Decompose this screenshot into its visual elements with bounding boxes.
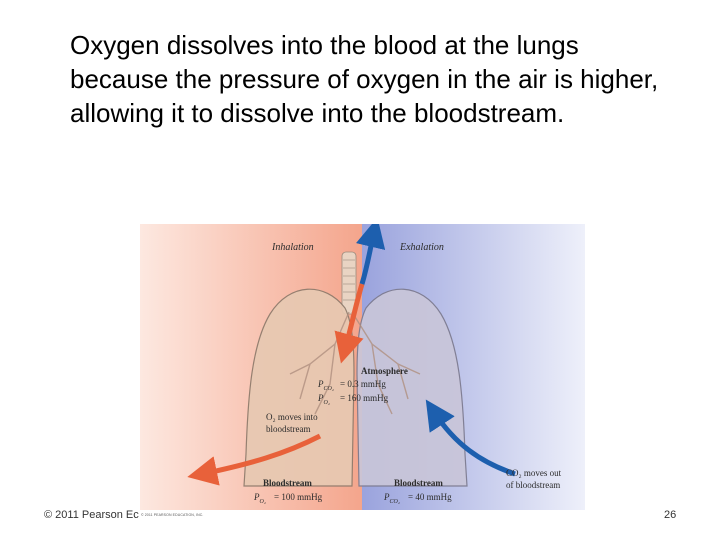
co2-caption-line2: of bloodstream [506, 480, 560, 490]
o2-caption-line1: O₂ moves into [266, 412, 318, 422]
atmosphere-pco2-value: = 0.3 mmHg [340, 379, 386, 389]
bronchi [289, 311, 421, 415]
bloodstream-left-title: Bloodstream [263, 478, 312, 488]
inhalation-arrow [334, 283, 365, 364]
page-number: 26 [664, 509, 677, 521]
exhalation-label: Exhalation [399, 242, 444, 253]
trachea [341, 251, 357, 315]
bloodstream-right-value: = 40 mmHg [408, 492, 452, 502]
bloodstream-right-title: Bloodstream [394, 478, 443, 488]
atmosphere-po2-value: = 160 mmHg [340, 393, 389, 403]
slide-body-text: Oxygen dissolves into the blood at the l… [70, 30, 659, 128]
lung-diagram: Inhalation Exhalation Atmosphere PCO₂ = … [140, 224, 585, 510]
co2-out-of-blood-arrow [425, 399, 516, 477]
o2-into-blood-arrow [187, 433, 322, 486]
exhalation-arrow [355, 224, 386, 285]
co2-caption-line1: CO₂ moves out [506, 468, 562, 478]
footer-copyright: © 2011 Pearson Ec [44, 509, 139, 521]
atmosphere-title: Atmosphere [361, 366, 408, 376]
lung-gas-exchange-figure: Inhalation Exhalation Atmosphere PCO₂ = … [140, 224, 585, 510]
o2-caption-line2: bloodstream [266, 424, 311, 434]
inhalation-label: Inhalation [271, 242, 314, 253]
bloodstream-left-value: = 100 mmHg [274, 492, 323, 502]
figure-credit: © 2011 PEARSON EDUCATION, INC. [141, 513, 204, 517]
